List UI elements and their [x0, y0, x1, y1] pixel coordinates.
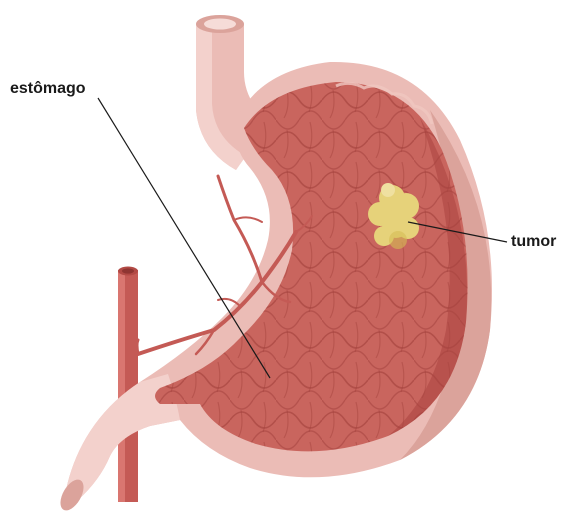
stomach-label: estômago: [10, 80, 86, 98]
tumor-label: tumor: [511, 233, 556, 251]
artery: [118, 267, 138, 503]
